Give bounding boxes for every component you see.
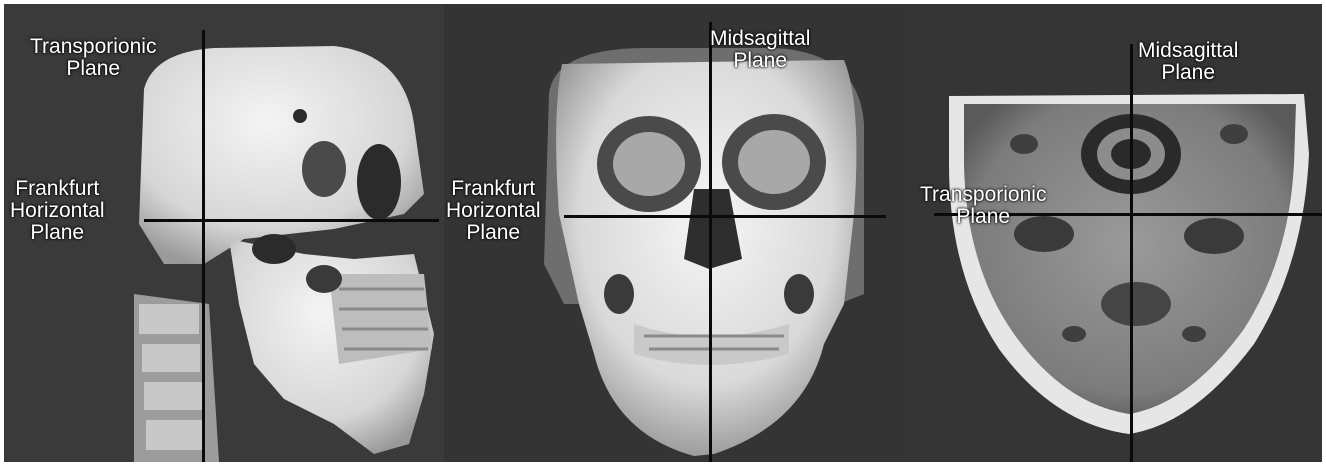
frankfurt-plane-label: Frankfurt Horizontal Plane bbox=[446, 178, 541, 244]
axial-slice-image bbox=[904, 4, 1322, 462]
midsagittal-plane-line bbox=[709, 22, 712, 462]
transporionic-plane-label: Transporionic Plane bbox=[30, 36, 156, 80]
axial-view-panel bbox=[904, 4, 1322, 462]
frankfurt-plane-label: Frankfurt Horizontal Plane bbox=[10, 178, 105, 244]
frankfurt-plane-line bbox=[144, 219, 439, 222]
figure-canvas: Transporionic Plane Frankfurt Horizontal… bbox=[4, 4, 1322, 462]
midsagittal-plane-label: Midsagittal Plane bbox=[710, 28, 810, 72]
midsagittal-plane-line bbox=[1130, 44, 1133, 462]
transporionic-plane-line bbox=[202, 30, 205, 462]
midsagittal-plane-label: Midsagittal Plane bbox=[1138, 40, 1238, 84]
frankfurt-plane-line bbox=[564, 215, 886, 218]
transporionic-plane-label: Transporionic Plane bbox=[920, 184, 1046, 228]
